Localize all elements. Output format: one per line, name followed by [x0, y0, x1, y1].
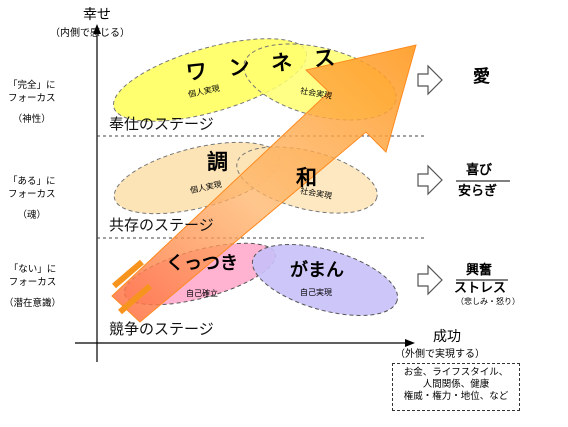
left-label-service-line-1: 「完全」に — [8, 80, 56, 91]
left-label-competition-line-2: フォーカス — [8, 276, 57, 288]
result-stress: ストレス — [454, 281, 507, 296]
arrow-tail-dash-1 — [112, 259, 144, 289]
sub-attachment: 自己確立 — [186, 289, 218, 298]
x-axis-title: 成功 — [433, 329, 461, 345]
example-line-1: お金、ライフスタイル、 — [403, 367, 509, 378]
result-arrow-excitement — [417, 264, 443, 296]
left-label-competition-line-1: 「ない」に — [8, 264, 57, 275]
word-endurance: がまん — [290, 260, 344, 281]
y-axis-title: 幸せ — [83, 7, 111, 23]
arrow-tail-dash-2 — [118, 283, 152, 315]
word-harmony-individual: 調 — [207, 150, 228, 174]
left-label-coexistence-line-2: フォーカス — [8, 188, 56, 200]
x-axis-arrowhead — [405, 339, 415, 347]
left-label-coexistence-line-1: 「ある」に — [8, 176, 56, 187]
x-axis-subtitle: （外側で実現する） — [395, 349, 485, 360]
left-label-competition: 「ない」に フォーカス （潜在意識） — [4, 264, 61, 310]
left-label-service-line-3: （神性） — [12, 113, 51, 125]
y-axis-subtitle: （内側で感じる） — [50, 28, 130, 39]
sub-endurance: 自己実現 — [300, 288, 332, 297]
stage-name-competition: 競争のステージ — [109, 320, 214, 338]
left-label-service-line-2: フォーカス — [8, 92, 56, 104]
left-label-coexistence-line-3: （魂） — [17, 209, 47, 221]
result-love: 愛 — [473, 67, 490, 87]
ellipse-endurance — [251, 244, 399, 316]
example-line-3: 権威・権力・地位、など — [403, 390, 509, 402]
example-line-2: 人間関係、健康 — [422, 378, 490, 390]
left-label-coexistence: 「ある」に フォーカス （魂） — [8, 176, 56, 222]
stage-name-service: 奉仕のステージ — [109, 115, 214, 133]
result-excitement: 興奮 — [466, 263, 493, 278]
result-joy: 喜び — [466, 163, 493, 178]
left-label-competition-line-3: （潜在意識） — [4, 297, 62, 309]
growth-arrow — [111, 44, 417, 323]
word-harmony-social: 和 — [296, 166, 317, 190]
result-stress-detail: （悲しみ・怒り） — [456, 297, 520, 306]
result-arrow-joy — [417, 164, 443, 196]
result-arrow-love — [417, 64, 443, 96]
y-axis-arrowhead — [93, 24, 101, 34]
result-peace: 安らぎ — [458, 184, 498, 199]
success-examples-box: お金、ライフスタイル、 人間関係、健康 権威・権力・地位、など — [392, 363, 520, 411]
word-attachment: くっつき — [166, 253, 238, 274]
stage-name-coexistence: 共存のステージ — [109, 216, 214, 234]
left-label-service: 「完全」に フォーカス （神性） — [8, 80, 56, 126]
